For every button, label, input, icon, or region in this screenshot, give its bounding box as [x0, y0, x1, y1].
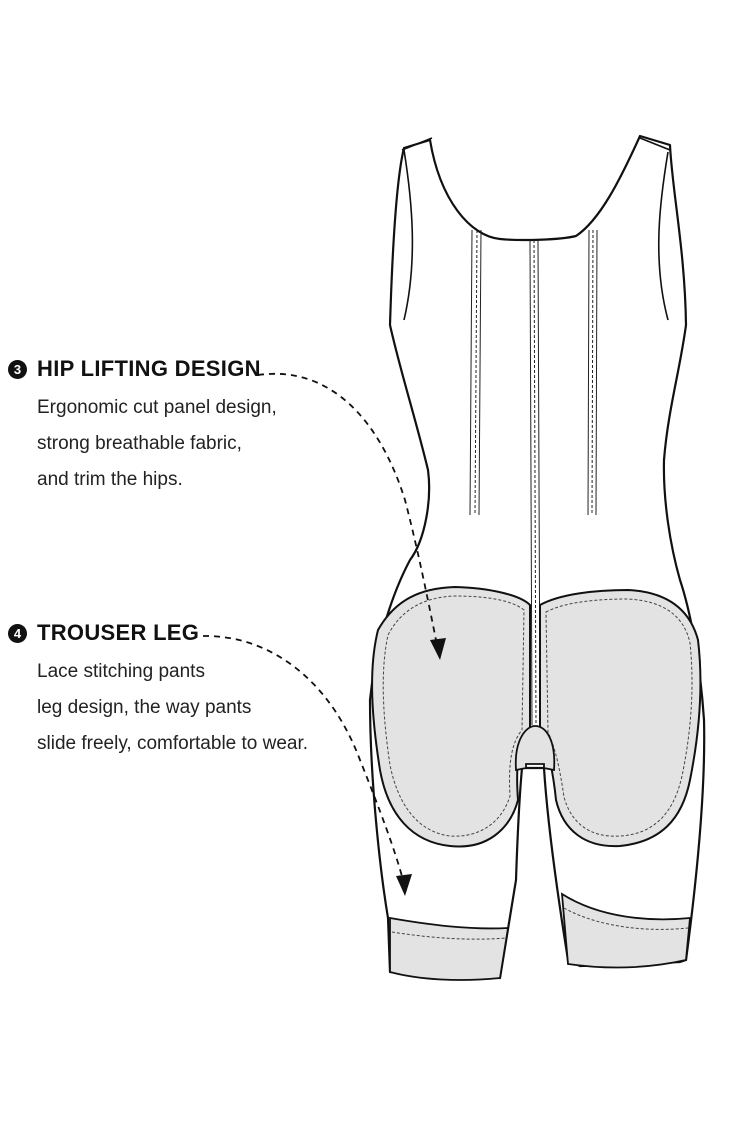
hip-callout-arrowhead [430, 638, 446, 660]
left-leg-band-stitch [391, 931, 507, 940]
feature-number-badge: 3 [8, 359, 27, 379]
leg-callout-arrowhead [396, 874, 412, 896]
crotch-gusset [514, 725, 556, 772]
feature-description-line: and trim the hips. [37, 469, 183, 490]
right-hip-panel [539, 588, 702, 848]
left-armhole-line [403, 149, 414, 321]
right-armhole-line [657, 151, 669, 321]
hip-callout-arrow-line [257, 372, 438, 646]
feature-description-line: strong breathable fabric, [37, 433, 242, 454]
left-hip-panel-stitch [382, 595, 525, 837]
feature-description-line: Lace stitching pants [37, 661, 205, 682]
bodysuit-outline [368, 134, 706, 980]
feature-description-line: leg design, the way pants [37, 697, 252, 718]
left-leg-band [389, 916, 510, 981]
feature-number-badge: 4 [8, 623, 27, 643]
left-hip-panel [371, 585, 531, 848]
left-strap-top [401, 137, 433, 151]
feature-description-line: slide freely, comfortable to wear. [37, 733, 309, 754]
right-leg-band [560, 892, 691, 969]
feature-title: HIP LIFTING DESIGN [37, 356, 261, 381]
feature-hip-lifting: 3 HIP LIFTING DESIGN Ergonomic cut panel… [8, 354, 277, 498]
feature-title: TROUSER LEG [37, 620, 200, 645]
leg-callout-arrow-line [202, 635, 404, 881]
feature-trouser-leg: 4 TROUSER LEG Lace stitching pants leg d… [8, 618, 308, 762]
right-strap-top [639, 137, 671, 151]
feature-description-line: Ergonomic cut panel design, [37, 397, 277, 418]
